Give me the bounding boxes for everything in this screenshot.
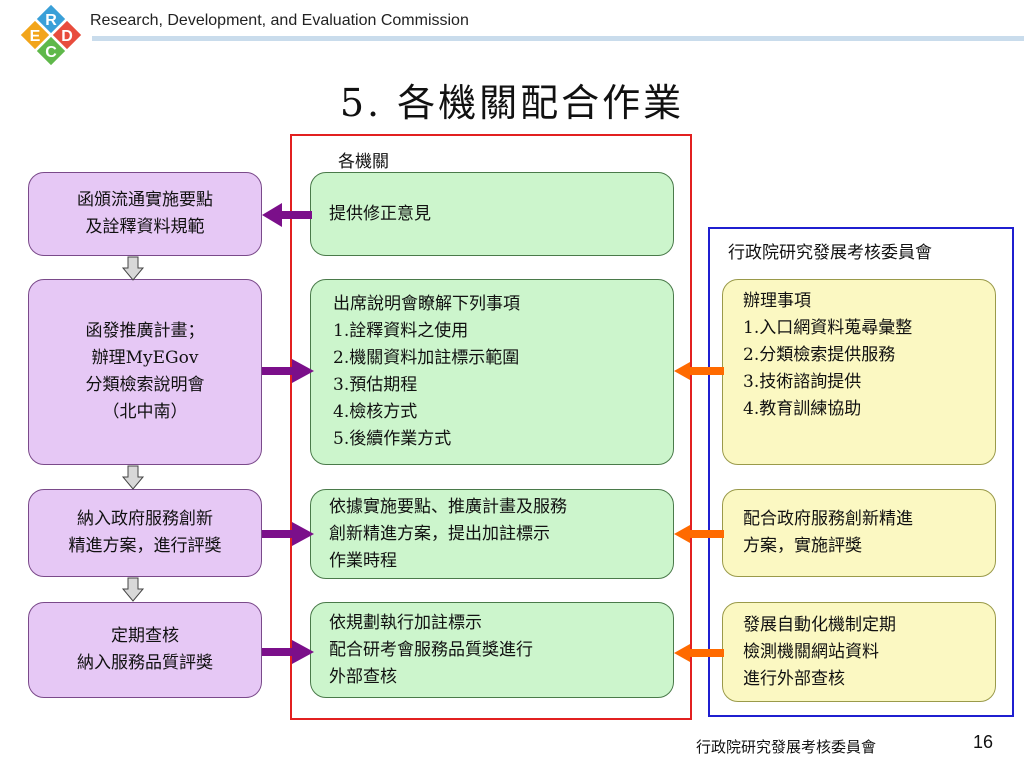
middle-box-line: 出席說明會瞭解下列事項 bbox=[333, 294, 520, 314]
right-box-line: 方案，實施評獎 bbox=[743, 536, 862, 556]
purple-arrow-right bbox=[262, 359, 314, 383]
right-box-line: 進行外部查核 bbox=[743, 668, 845, 689]
right-box-line: 2.分類檢索提供服務 bbox=[743, 345, 896, 365]
purple-arrow-right bbox=[262, 522, 314, 546]
commission-frame bbox=[708, 227, 1014, 717]
logo-letter-d: D bbox=[61, 28, 73, 45]
middle-box-line: 5.後續作業方式 bbox=[333, 429, 452, 449]
left-box-text: 函頒流通實施要點 及詮釋資料規範 bbox=[77, 187, 213, 241]
middle-box-line: 依據實施要點、推廣計畫及服務 bbox=[329, 496, 567, 517]
left-box-line: 分類檢索說明會 bbox=[85, 375, 205, 395]
purple-arrow-left bbox=[262, 203, 312, 227]
left-box-promotion: 函發推廣計畫； 辦理MyEGov 分類檢索說明會 （北中南） bbox=[28, 279, 262, 465]
left-box-line: 及詮釋資料規範 bbox=[85, 217, 205, 237]
orange-arrow-left bbox=[674, 362, 724, 380]
middle-box-execution: 依規劃執行加註標示 配合研考會服務品質獎進行 外部查核 bbox=[310, 602, 674, 698]
right-box-line: 3.技術諮詢提供 bbox=[743, 372, 862, 392]
middle-box-line: 配合研考會服務品質獎進行 bbox=[329, 639, 533, 660]
left-box-line: （北中南） bbox=[102, 402, 188, 422]
logo-letter-c: C bbox=[45, 44, 57, 61]
down-arrow bbox=[121, 256, 145, 281]
left-box-line: 函發推廣計畫； bbox=[85, 321, 205, 341]
middle-box-line: 依規劃執行加註標示 bbox=[329, 612, 482, 633]
right-box-automation: 發展自動化機制定期 檢測機關網站資料 進行外部查核 bbox=[722, 602, 996, 702]
purple-arrow-right bbox=[262, 640, 314, 664]
middle-box-line: 外部查核 bbox=[329, 666, 397, 687]
middle-box-line: 創新精進方案，提出加註標示 bbox=[329, 523, 550, 544]
right-box-line: 發展自動化機制定期 bbox=[743, 614, 896, 635]
left-box-line: 精進方案，進行評獎 bbox=[68, 536, 222, 556]
agencies-label: 各機關 bbox=[338, 152, 389, 172]
header-rule bbox=[92, 36, 1024, 41]
left-box-text: 定期查核 納入服務品質評獎 bbox=[77, 623, 213, 677]
middle-box-feedback: 提供修正意見 bbox=[310, 172, 674, 256]
logo-letter-e: E bbox=[30, 28, 41, 45]
page-title: 5. 各機關配合作業 bbox=[339, 81, 685, 125]
right-box-tasks: 辦理事項 1.入口網資料蒐尋彙整 2.分類檢索提供服務 3.技術諮詢提供 4.教… bbox=[722, 279, 996, 465]
down-arrow bbox=[121, 577, 145, 602]
middle-box-briefing: 出席說明會瞭解下列事項 1.詮釋資料之使用 2.機關資料加註標示範圍 3.預估期… bbox=[310, 279, 674, 465]
left-box-line: 函頒流通實施要點 bbox=[77, 190, 213, 210]
logo: R D E C bbox=[18, 4, 84, 68]
down-arrow bbox=[121, 465, 145, 490]
left-box-line: 定期查核 bbox=[111, 626, 179, 646]
middle-box-line: 2.機關資料加註標示範圍 bbox=[333, 348, 520, 368]
orange-arrow-left bbox=[674, 525, 724, 543]
left-box-line: 辦理MyEGov bbox=[91, 348, 199, 368]
left-box-text: 函發推廣計畫； 辦理MyEGov 分類檢索說明會 （北中南） bbox=[86, 318, 205, 426]
right-box-line: 辦理事項 bbox=[743, 291, 811, 311]
page-number: 16 bbox=[973, 732, 994, 752]
middle-box-line: 作業時程 bbox=[329, 550, 397, 571]
left-box-text: 納入政府服務創新 精進方案，進行評獎 bbox=[69, 506, 222, 560]
right-box-evaluation: 配合政府服務創新精進 方案，實施評獎 bbox=[722, 489, 996, 577]
logo-letter-r: R bbox=[45, 12, 57, 29]
logo-diamond-c: C bbox=[34, 34, 68, 68]
left-box-regulations: 函頒流通實施要點 及詮釋資料規範 bbox=[28, 172, 262, 256]
middle-box-line: 1.詮釋資料之使用 bbox=[333, 321, 469, 341]
left-box-line: 納入政府服務創新 bbox=[77, 509, 213, 529]
middle-box-line: 4.檢核方式 bbox=[333, 402, 418, 422]
left-box-innovation: 納入政府服務創新 精進方案，進行評獎 bbox=[28, 489, 262, 577]
agencies-frame bbox=[290, 134, 692, 720]
right-box-line: 4.教育訓練協助 bbox=[743, 399, 862, 419]
footer-org-name: 行政院研究發展考核委員會 bbox=[696, 738, 877, 756]
header-org-name: Research, Development, and Evaluation Co… bbox=[90, 12, 469, 29]
orange-arrow-left bbox=[674, 644, 724, 662]
right-box-line: 1.入口網資料蒐尋彙整 bbox=[743, 318, 913, 338]
middle-box-line: 3.預估期程 bbox=[333, 375, 418, 395]
middle-box-schedule: 依據實施要點、推廣計畫及服務 創新精進方案，提出加註標示 作業時程 bbox=[310, 489, 674, 579]
left-box-audit: 定期查核 納入服務品質評獎 bbox=[28, 602, 262, 698]
middle-box-line: 提供修正意見 bbox=[329, 203, 431, 224]
left-box-line: 納入服務品質評獎 bbox=[77, 653, 213, 673]
commission-label: 行政院研究發展考核委員會 bbox=[728, 243, 932, 263]
right-box-line: 檢測機關網站資料 bbox=[743, 641, 879, 662]
right-box-line: 配合政府服務創新精進 bbox=[743, 509, 913, 529]
